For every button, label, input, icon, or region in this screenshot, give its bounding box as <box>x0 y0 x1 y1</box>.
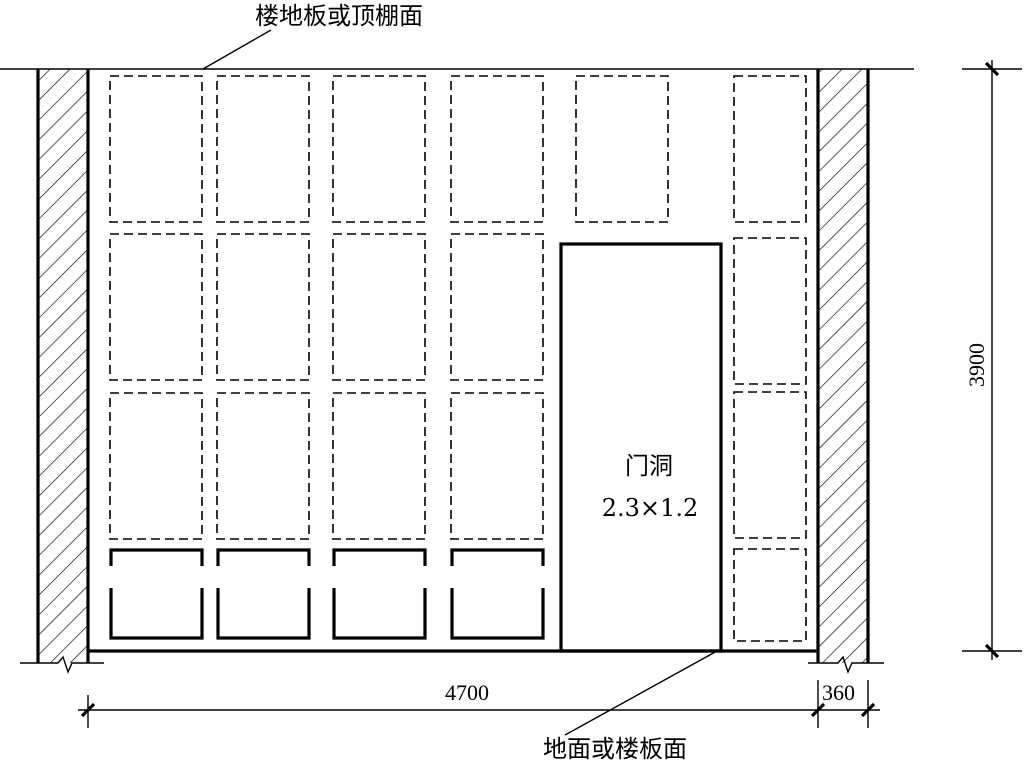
panel <box>109 75 203 223</box>
panel <box>332 392 426 540</box>
panel <box>450 75 544 223</box>
panel <box>332 233 426 381</box>
panel <box>216 233 310 381</box>
door-title: 门洞 <box>625 452 673 480</box>
width-dim-text: 4700 <box>445 680 489 705</box>
right-wall <box>808 69 884 674</box>
panel <box>450 233 544 381</box>
height-dim-text: 3900 <box>964 343 989 387</box>
bottom-panel <box>450 548 545 640</box>
bottom-panel <box>332 548 427 640</box>
panel <box>575 75 669 223</box>
ceiling-label: 楼地板或顶棚面 <box>255 2 423 30</box>
panel <box>733 391 807 539</box>
panel <box>733 548 807 642</box>
left-wall-break <box>20 655 104 674</box>
bottom-panels <box>109 548 545 640</box>
panel <box>733 237 807 385</box>
panel <box>109 233 203 381</box>
panel <box>733 75 807 223</box>
ceiling-leader <box>202 29 272 70</box>
panel <box>109 392 203 540</box>
panel <box>216 75 310 223</box>
dashed-panels <box>109 75 807 642</box>
right-wall-break <box>808 655 884 674</box>
width-dimension <box>78 680 880 728</box>
panel <box>450 392 544 540</box>
height-dimension <box>962 60 1022 660</box>
floor-label: 地面或楼板面 <box>543 735 687 763</box>
bottom-panel <box>109 548 204 640</box>
panel <box>332 75 426 223</box>
door-size: 2.3×1.2 <box>602 494 698 522</box>
left-wall <box>20 69 104 674</box>
door-opening <box>559 242 723 653</box>
bottom-panel <box>216 548 311 640</box>
floor-leader <box>564 650 718 736</box>
panel <box>216 392 310 540</box>
wall-dim-text: 360 <box>822 680 855 705</box>
